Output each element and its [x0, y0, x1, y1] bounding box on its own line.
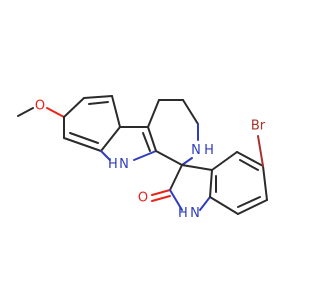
bond-b3: [133, 150, 157, 161]
bonds: [17, 95, 268, 215]
bond-d1: [169, 164, 183, 191]
bond-a2-inner: [69, 132, 99, 144]
bond-methyl: [17, 107, 34, 117]
bond-e4-inner: [237, 196, 261, 208]
lactam-nh-h: H: [178, 206, 188, 221]
bromine-label: Br: [251, 119, 266, 134]
bond-e5: [209, 196, 239, 215]
bond-c3: [182, 99, 199, 125]
amine-nh-label: N H: [191, 143, 214, 158]
lactam-nh-n: N: [190, 206, 200, 221]
bond-e3: [262, 165, 268, 201]
bond-a3: [100, 126, 121, 152]
bond-c6: [155, 150, 183, 166]
bond-carbonyl-2: [151, 195, 171, 202]
atom-labels: O H N N H O H N Br: [35, 99, 266, 221]
bond-e2: [236, 151, 264, 167]
bond-d2: [169, 189, 183, 211]
amine-nh-h: H: [204, 143, 214, 158]
methoxy-oxygen-label: O: [35, 99, 45, 114]
bond-e4: [237, 199, 268, 215]
bond-e1: [211, 151, 238, 171]
indole-nh-n: N: [119, 157, 129, 172]
indole-nh-h: H: [108, 157, 118, 172]
bond-a2: [63, 137, 102, 152]
bond-e2-inner: [239, 159, 259, 171]
indole-nh-label: H N: [108, 157, 129, 172]
bond-a5-inner: [88, 101, 109, 105]
amine-nh-n: N: [191, 143, 201, 158]
bond-a5: [83, 95, 113, 99]
structure-diagram: O H N N H O H N Br: [17, 95, 268, 221]
bond-b2: [147, 126, 157, 152]
bond-d3: [199, 196, 211, 211]
bond-b2-inner: [142, 132, 151, 152]
lactam-nh-label: H N: [178, 206, 200, 221]
bond-d4: [209, 169, 213, 198]
carbonyl-oxygen-label: O: [138, 191, 148, 206]
bond-carbonyl: [151, 189, 171, 196]
bond-o-aryl: [46, 107, 65, 118]
molecule-canvas: O H N N H O H N Br: [17, 95, 268, 221]
bond-br: [257, 135, 264, 167]
bond-a6: [63, 97, 85, 118]
bond-d5: [181, 164, 213, 171]
bond-b4: [100, 150, 111, 161]
bond-a4: [111, 95, 121, 128]
bond-c1: [147, 99, 160, 128]
bond-c5: [181, 157, 193, 166]
